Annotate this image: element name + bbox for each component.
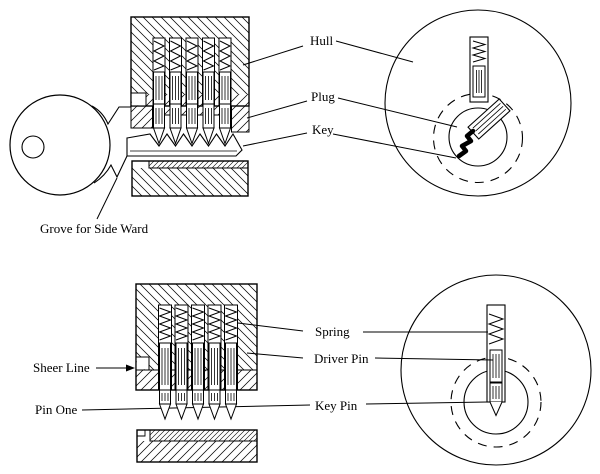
hull-circle-2 — [400, 274, 592, 466]
label-hull: Hull — [310, 33, 334, 48]
label-key-pin: Key Pin — [315, 398, 358, 413]
label-pin-one: Pin One — [35, 402, 77, 417]
key-pin-shading — [492, 386, 500, 399]
label-groove: Grove for Side Ward — [40, 221, 149, 236]
pin-stack-b4 — [207, 304, 222, 420]
driver-pin-leader-right — [374, 357, 494, 361]
label-spring: Spring — [315, 324, 350, 339]
pin-stack-4 — [202, 37, 215, 144]
sheer-step-lines — [131, 92, 147, 106]
plug-leader-left — [246, 100, 308, 119]
label-key: Key — [312, 122, 334, 137]
key-bow — [9, 94, 111, 196]
key-pin-leader-right — [365, 401, 488, 405]
groove-leader — [96, 177, 118, 220]
pin-stack-b5 — [224, 304, 238, 420]
top-end-view — [384, 9, 572, 197]
label-sheer-line: Sheer Line — [33, 360, 90, 375]
spring-leader-left — [237, 322, 304, 332]
plug-left-piece — [130, 105, 153, 129]
key-leader-right — [332, 133, 457, 159]
key-neck-bottom — [93, 155, 128, 184]
plug-leader-right — [337, 97, 458, 128]
chamber-spring — [471, 40, 487, 63]
key-bow-hole — [21, 135, 45, 159]
lower-plug-bar-2 — [136, 429, 258, 463]
leader-lines — [96, 40, 494, 405]
driver-pin-shading — [492, 354, 500, 378]
pin-stack-3 — [185, 37, 199, 144]
top-cross-section — [9, 16, 250, 197]
chamber-key-pin-tip — [489, 401, 503, 417]
pin-stack-b1 — [158, 304, 172, 420]
pin-stack-1 — [152, 37, 166, 144]
chamber-spring-2 — [487, 313, 505, 345]
label-plug: Plug — [311, 89, 335, 104]
key-blade — [126, 132, 243, 157]
sheer-step-notch-2 — [136, 357, 149, 370]
sheer-step-notch — [131, 93, 146, 106]
lower-plug-bar — [131, 160, 249, 197]
key-bitting-silhouette — [456, 128, 476, 159]
key-neck-top — [91, 105, 131, 126]
sheer-line-arrowhead — [126, 364, 135, 372]
bottom-end-view — [400, 274, 592, 466]
key-leader-left — [242, 132, 308, 147]
pin-stack-b3 — [191, 304, 205, 420]
driver-pin-leader-left — [246, 352, 304, 359]
hull-circle — [384, 9, 572, 197]
pin-stack-b2 — [174, 304, 189, 420]
bottom-cross-section — [81, 283, 311, 463]
pin-stack-2 — [169, 37, 182, 144]
hull-leader-left — [242, 45, 304, 66]
plug-right-piece — [231, 105, 250, 133]
sheer-step-lines-2 — [136, 356, 150, 370]
label-driver-pin: Driver Pin — [314, 351, 369, 366]
hull-leader-right — [335, 40, 414, 63]
pin-stack-5 — [218, 37, 232, 144]
chamber-pin-shading — [476, 70, 482, 93]
